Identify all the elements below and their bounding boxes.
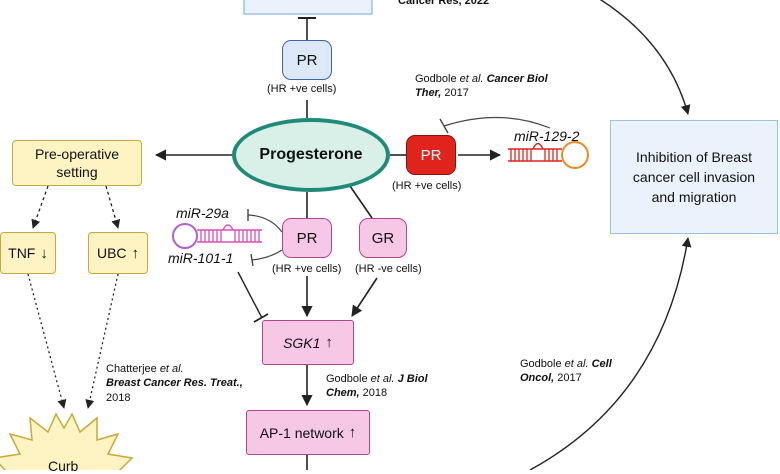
ap1-node: AP-1 network↑ (246, 410, 370, 455)
pr-mid-label: PR (296, 229, 318, 247)
mir129-label: miR-129-2 (514, 128, 580, 144)
sgk1-up-arrow-icon: ↑ (325, 334, 333, 351)
ap1-up-arrow-icon: ↑ (348, 424, 357, 441)
bottom-curve-to-inhibition (529, 237, 692, 470)
preop-node: Pre-operative setting (12, 140, 142, 186)
pr-to-mir101-bar (250, 253, 254, 267)
inhibition-node: Inhibition of Breast cancer cell invasio… (610, 120, 778, 234)
pr-to-mir29a-path (247, 214, 283, 233)
mir29a-hairpin (172, 223, 262, 249)
citation-godbole-jbc: Godbole et al. J Biol Chem, 2018 (326, 373, 428, 400)
top-partial-box (243, 0, 373, 15)
tnf-label: TNF (8, 245, 36, 261)
ubc-node: UBC↑ (88, 232, 148, 274)
curb-starburst (0, 412, 134, 470)
pr-red-label: PR (420, 146, 442, 164)
gr-node: GR (359, 218, 407, 258)
tnf-node: TNF↓ (0, 232, 56, 274)
mir129-inhibit-bar (439, 118, 449, 134)
curb-label: Curb (48, 458, 79, 474)
sgk1-node: SGK1↑ (262, 320, 354, 365)
prog-to-gr-line (349, 185, 373, 219)
mir29a-label: miR-29a (176, 205, 229, 221)
tnf-down-arrow-icon: ↓ (40, 244, 48, 262)
pr-mid-node: PR (282, 218, 332, 258)
gr-to-sgk1-arrow (351, 277, 378, 317)
progesterone-node: Progesterone (232, 118, 390, 192)
top-curve-to-inhibition (599, 0, 691, 115)
progesterone-label: Progesterone (259, 146, 363, 163)
tnf-to-curb-arrow (27, 273, 67, 409)
pr-to-mir101-path (251, 249, 283, 261)
citation-godbole-co: Godbole et al. Cell Oncol, 2017 (520, 358, 612, 385)
preop-to-ubc-arrow (105, 185, 121, 229)
citation-godbole-cbt: Godbole et al. Cancer Biol Ther, 2017 (415, 73, 548, 100)
mir101-label: miR-101-1 (168, 250, 234, 266)
preop-label: Pre-operative setting (34, 145, 120, 180)
pr-top-node: PR (282, 40, 332, 80)
top-partial-citation: Cancer Res, 2022 (398, 0, 490, 7)
gr-label: GR (371, 229, 395, 247)
inhibition-label: Inhibition of Breast cancer cell invasio… (632, 148, 756, 206)
pr-top-cells-label: (HR +ve cells) (267, 83, 337, 95)
sgk1-label: SGK1 (283, 334, 321, 351)
pr-red-cells-label: (HR +ve cells) (392, 180, 462, 192)
preop-to-tnf-arrow (31, 185, 49, 229)
ap1-label: AP-1 network (259, 424, 344, 441)
citation-chatterjee: Chatterjee et al. Breast Cancer Res. Tre… (106, 363, 243, 404)
ubc-label: UBC (96, 245, 127, 261)
mir101-inhibit-line (237, 271, 263, 319)
mir129-hairpin (508, 141, 589, 169)
mir101-inhibit-bar (253, 313, 269, 323)
ubc-up-arrow-icon: ↑ (131, 244, 140, 262)
gr-cells-label: (HR -ve cells) (355, 263, 422, 275)
pr-red-node: PR (406, 135, 456, 175)
mir129-inhibit-path (443, 116, 551, 129)
pr-top-label: PR (296, 51, 318, 69)
pr-mid-cells-label: (HR +ve cells) (272, 263, 342, 275)
